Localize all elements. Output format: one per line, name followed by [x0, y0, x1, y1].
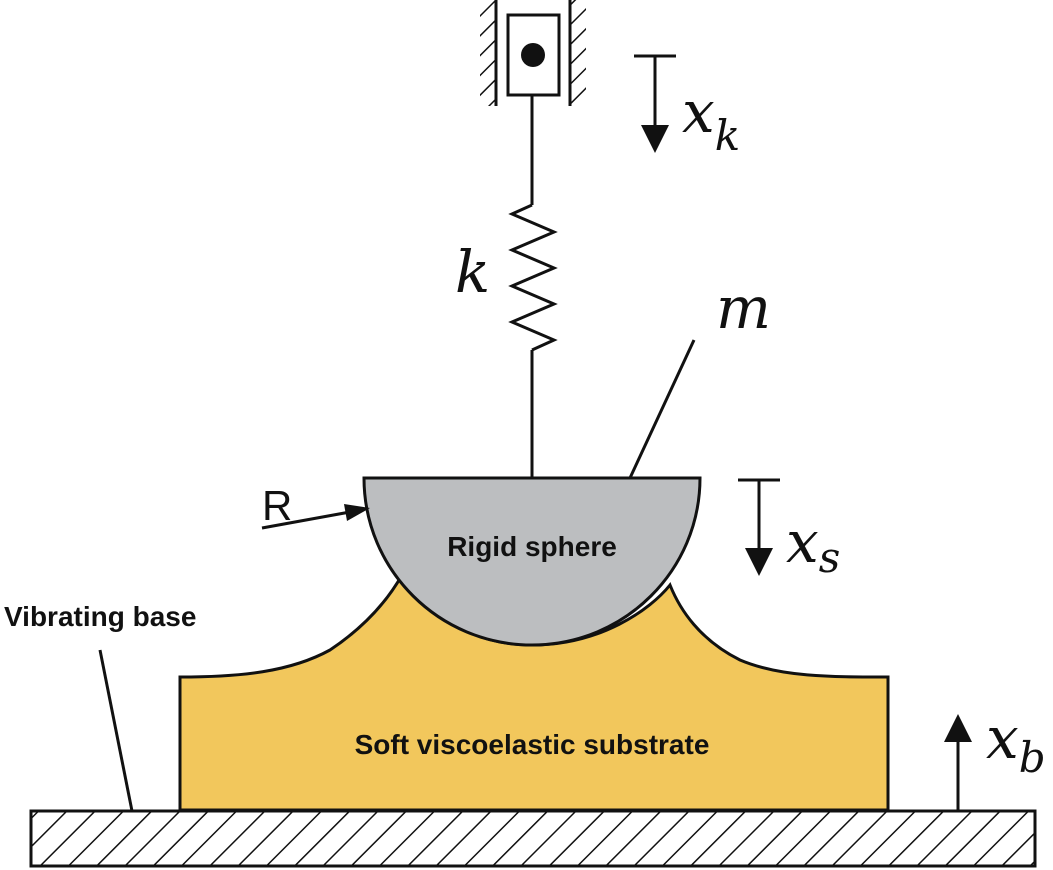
- k-label: k: [455, 238, 490, 306]
- r-arrow: [261, 504, 370, 530]
- xk-arrow: [634, 54, 676, 153]
- guide-wall-right-hatch: [570, 0, 586, 106]
- slider-pivot: [521, 43, 545, 67]
- xb-label: xb: [986, 704, 1046, 782]
- r-label: R: [262, 482, 292, 529]
- vibrating-base: [29, 809, 1037, 868]
- m-leader: [628, 339, 696, 479]
- substrate-label: Soft viscoelastic substrate: [355, 729, 710, 760]
- m-label: m: [716, 274, 771, 342]
- xs-arrow: [738, 478, 780, 576]
- xb-arrow: [944, 714, 972, 811]
- slider-block: [506, 13, 561, 97]
- spring: [508, 203, 558, 352]
- base-label: Vibrating base: [4, 601, 196, 632]
- xk-label: xk: [682, 78, 740, 160]
- xs-label: xs: [786, 508, 840, 582]
- rigid-sphere: [362, 476, 702, 647]
- guide-wall-left-hatch: [480, 0, 496, 106]
- base-leader: [98, 649, 134, 812]
- sphere-label: Rigid sphere: [447, 531, 617, 562]
